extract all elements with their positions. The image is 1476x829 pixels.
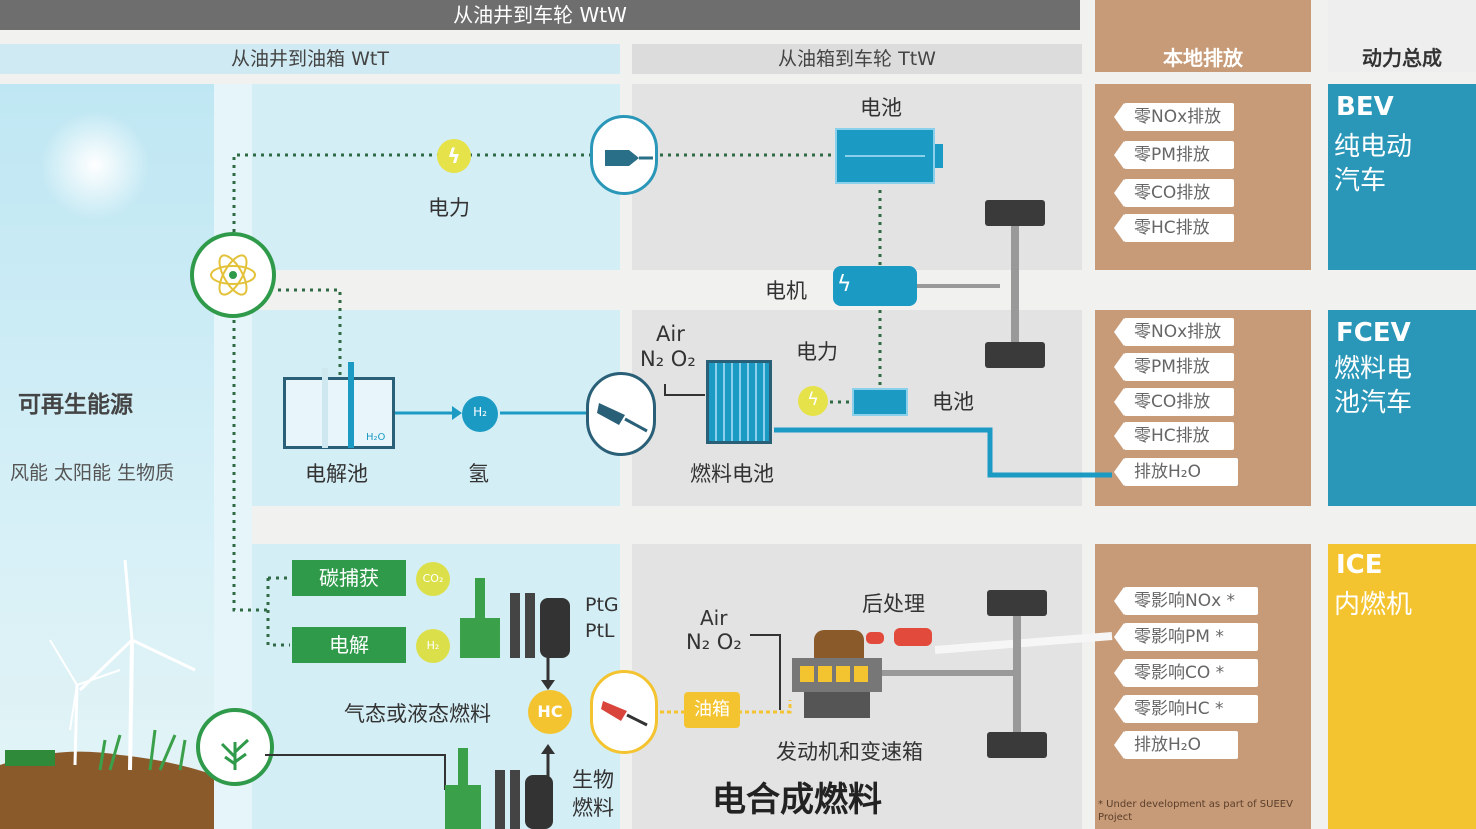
bev-name: 纯电动 汽车	[1334, 132, 1413, 196]
wind-turbines-icon	[0, 559, 214, 829]
emission-footnote: * Under development as part of SUEEV Pro…	[1098, 799, 1293, 823]
electrolysis-box: 电解	[292, 627, 406, 663]
fuel-cell-label: 燃料电池	[690, 462, 774, 486]
electricity-icon: ϟ	[437, 139, 471, 173]
renewable-title: 可再生能源	[18, 392, 133, 418]
bev-battery-icon	[835, 128, 943, 184]
ice-emission-h2o: 排放H₂O	[1114, 731, 1238, 759]
ice-emission-co: 零影响CO *	[1114, 659, 1258, 687]
green-electrons-badge	[190, 232, 276, 318]
fcev-electricity-label: 电力	[796, 340, 838, 364]
plant-icon	[220, 738, 250, 770]
powertrain-label: 动力总成	[1362, 46, 1442, 70]
fcev-name: 燃料电 池汽车	[1334, 354, 1413, 418]
ptg-ptl-label: PtG PtL	[585, 594, 619, 642]
co2-icon: CO₂	[416, 562, 450, 596]
water-label: H₂O	[366, 432, 386, 443]
drive-shaft	[882, 670, 1014, 676]
axle	[1011, 226, 1019, 342]
nozzle-glyph	[597, 403, 648, 433]
hc-icon: HC	[528, 690, 572, 734]
bev-battery-label: 电池	[860, 96, 902, 120]
fcev-emission-h2o: 排放H₂O	[1114, 458, 1238, 486]
fcev-emission-hc: 零HC排放	[1114, 422, 1234, 450]
bev-emission-pm: 零PM排放	[1114, 141, 1234, 169]
sun-icon	[40, 110, 150, 220]
carbon-capture-box: 碳捕获	[292, 560, 406, 596]
ice-air-label: Air	[700, 606, 728, 630]
factory-icon	[460, 578, 570, 658]
after-treatment-label: 后处理	[862, 592, 925, 616]
ice-emission-hc: 零影响HC *	[1114, 695, 1258, 723]
local-emission-header: 本地排放	[1095, 0, 1311, 72]
h2-nozzle-icon	[586, 372, 656, 456]
ice-h2-icon: H₂	[416, 629, 450, 663]
ice-code: ICE	[1336, 550, 1383, 580]
motor-label: 电机	[765, 279, 807, 303]
fcev-emission-co: 零CO排放	[1114, 388, 1234, 416]
fuel-cell-icon	[706, 360, 772, 444]
fuel-nozzle-glyph	[601, 701, 648, 727]
biofuel-label: 生物 燃料	[572, 768, 614, 820]
biomass-badge	[196, 708, 274, 786]
engine-icon	[792, 630, 882, 720]
bev-emission-nox: 零NOx排放	[1114, 103, 1234, 131]
ttw-header: 从油箱到车轮 TtW	[632, 44, 1082, 74]
ice-name: 内燃机	[1334, 590, 1413, 620]
bev-emission-co: 零CO排放	[1114, 179, 1234, 207]
fcev-panel: FCEV 燃料电 池汽车	[1328, 310, 1476, 506]
h2-icon-label: H₂	[473, 405, 487, 419]
fcev-n2o2-label: N₂ O₂	[640, 347, 696, 371]
fcev-electricity-icon: ϟ	[798, 386, 828, 416]
fcev-battery-icon	[852, 388, 908, 416]
bev-electricity-label: 电力	[428, 196, 470, 220]
wheel-icon	[987, 732, 1047, 758]
fcev-battery-label: 电池	[932, 390, 974, 414]
fuel-tank-icon: 油箱	[684, 692, 740, 728]
exhaust-catalyst-icon	[866, 628, 936, 646]
hydrogen-label: 氢	[468, 462, 489, 486]
fcev-air-label: Air	[656, 322, 685, 346]
bev-wtt-row	[252, 84, 620, 270]
wheel-icon	[985, 200, 1045, 226]
ice-panel: ICE 内燃机	[1328, 544, 1476, 829]
ice-emission-nox: 零影响NOx *	[1114, 587, 1258, 615]
renewable-subtitle: 风能 太阳能 生物质	[10, 462, 175, 484]
wtw-header: 从油井到车轮 WtW	[0, 0, 1080, 30]
local-emission-label: 本地排放	[1163, 46, 1243, 70]
fcev-emission-pm: 零PM排放	[1114, 353, 1234, 381]
electrolyzer-icon: H₂O	[283, 362, 395, 449]
h2-icon: H₂	[462, 396, 498, 432]
charging-plug-icon	[590, 115, 658, 195]
atom-icon	[210, 254, 256, 296]
biofuel-plant-icon	[445, 748, 553, 829]
bev-code: BEV	[1336, 92, 1394, 122]
engine-gearbox-label: 发动机和变速箱	[776, 740, 923, 764]
electrolyzer-label: 电解池	[305, 462, 368, 486]
bev-emission-hc: 零HC排放	[1114, 214, 1234, 242]
gas-liquid-fuel-label: 气态或液态燃料	[344, 702, 491, 726]
fuel-nozzle-icon	[590, 670, 658, 754]
bev-panel: BEV 纯电动 汽车	[1328, 84, 1476, 270]
wheel-icon	[985, 342, 1045, 368]
ice-emission-pm: 零影响PM *	[1114, 623, 1258, 651]
wheel-icon	[987, 590, 1047, 616]
plug-glyph	[605, 150, 653, 166]
fcev-emission-nox: 零NOx排放	[1114, 318, 1234, 346]
ice-n2o2-label: N₂ O₂	[686, 630, 742, 654]
motor-icon: ϟ	[833, 266, 917, 306]
powertrain-header: 动力总成	[1328, 0, 1476, 72]
wtt-header: 从油井到油箱 WtT	[0, 44, 620, 74]
efuel-title: 电合成燃料	[712, 780, 882, 820]
fcev-code: FCEV	[1336, 318, 1411, 348]
ice-axle	[1013, 616, 1021, 732]
